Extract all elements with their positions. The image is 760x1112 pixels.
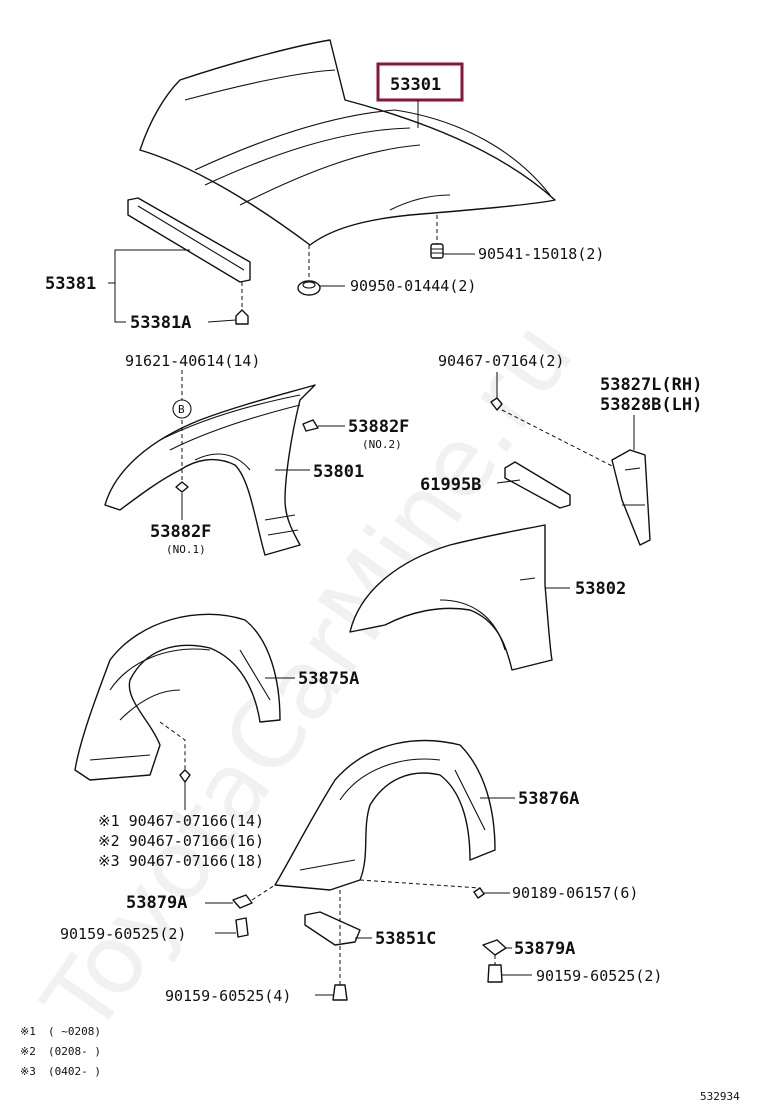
seal-clip-sub-icon [235,309,249,325]
label-seal-sub: 53381A [130,313,191,333]
footnote-3-range: (0402- ) [48,1065,101,1078]
bolt-90159-right-icon [487,964,503,983]
label-seal: 53381 [45,274,96,294]
label-part-53851c: 53851C [375,929,436,949]
part-53851c-icon [304,911,361,946]
footnote-1-mark: ※1 [20,1025,36,1038]
label-hood: 53301 [390,75,441,95]
hood-drawing [139,39,556,246]
hood-bumper-icon [297,280,321,296]
hood-highlight-box [376,62,464,102]
label-clip-1: ※1 90467-07166(14) [98,812,264,830]
diagram-id: 532934 [700,1090,740,1103]
footnote-3-mark: ※3 [20,1065,36,1078]
label-pad-no1: 53882F [150,522,211,542]
label-screw-90189: 90189-06157(6) [512,884,638,902]
label-seal-61995: 61995B [420,475,481,495]
label-bracket-rh: 53827L(RH) [600,375,702,395]
footnote-2-range: (0208- ) [48,1045,101,1058]
label-clip-2: ※2 90467-07166(16) [98,832,264,850]
bolt-90159-bottom-icon [332,984,348,1001]
label-bolt-screw: 90467-07164(2) [438,352,564,370]
label-part-53879a-left: 53879A [126,893,187,913]
label-fender-lh: 53802 [575,579,626,599]
bracket-drawing [611,449,651,546]
label-pad-no2: 53882F [348,417,409,437]
hood-seal-drawing [127,197,251,283]
label-clip-3: ※3 90467-07166(18) [98,852,264,870]
label-bolt-90159-left: 90159-60525(2) [60,925,186,943]
label-pad-no2-note: (NO.2) [362,438,402,451]
bolt-90159-left-icon [235,917,249,938]
clip-icon [179,769,191,783]
pad-no2-icon [302,419,319,432]
seal-clip-icon [430,243,444,259]
fender-lh-drawing [349,524,553,671]
label-bracket-lh: 53828B(LH) [600,395,702,415]
pad-no1-icon [175,481,189,493]
label-liner-rh: 53875A [298,669,359,689]
bolt-screw-icon [490,397,503,411]
footnote-2-mark: ※2 [20,1045,36,1058]
label-liner-lh: 53876A [518,789,579,809]
label-hood-bumper: 90950-01444(2) [350,277,476,295]
part-53879a-left-icon [232,894,253,909]
part-53879a-right-icon [482,939,507,956]
label-fender-rh: 53801 [313,462,364,482]
label-bolt-90159-right: 90159-60525(2) [536,967,662,985]
liner-lh-drawing [274,739,496,891]
label-pad-no1-note: (NO.1) [166,543,206,556]
label-bolt-fender: 91621-40614(14) [125,352,260,370]
fender-rh-drawing [104,384,316,556]
circle-marker-text: B [178,403,185,416]
liner-rh-drawing [74,613,281,781]
footnote-1-range: ( ~0208) [48,1025,101,1038]
seal-61995-drawing [504,461,571,509]
label-seal-clip: 90541-15018(2) [478,245,604,263]
circle-marker-b [172,399,192,419]
label-part-53879a-right: 53879A [514,939,575,959]
label-bolt-90159-bottom: 90159-60525(4) [165,987,291,1005]
screw-90189-icon [473,887,485,899]
